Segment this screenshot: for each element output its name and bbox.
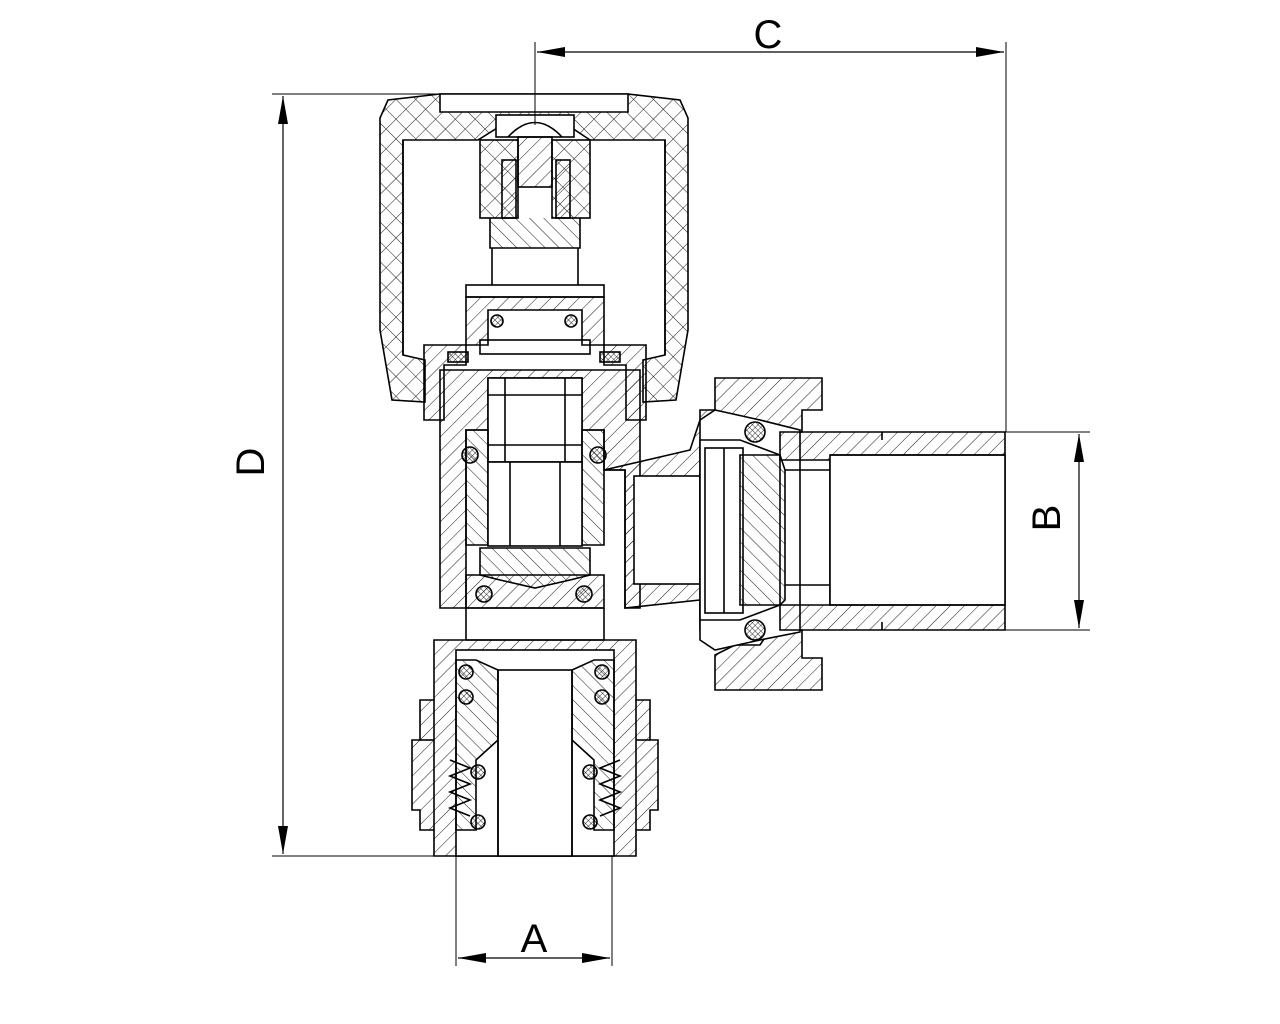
tailpiece: [779, 431, 1006, 631]
valve-body: [439, 369, 716, 641]
spindle-screw: [479, 114, 591, 285]
bottom-compression-fitting: [411, 639, 659, 857]
dimension-lines: [278, 47, 1084, 963]
dimension-label-c: C: [754, 13, 783, 57]
extension-lines: [272, 42, 1090, 966]
bonnet: [423, 284, 647, 421]
dimension-label-a: A: [521, 917, 548, 961]
dimension-label-b: B: [1025, 505, 1069, 532]
dimension-label-d: D: [229, 448, 273, 477]
union-nut: [699, 377, 823, 691]
